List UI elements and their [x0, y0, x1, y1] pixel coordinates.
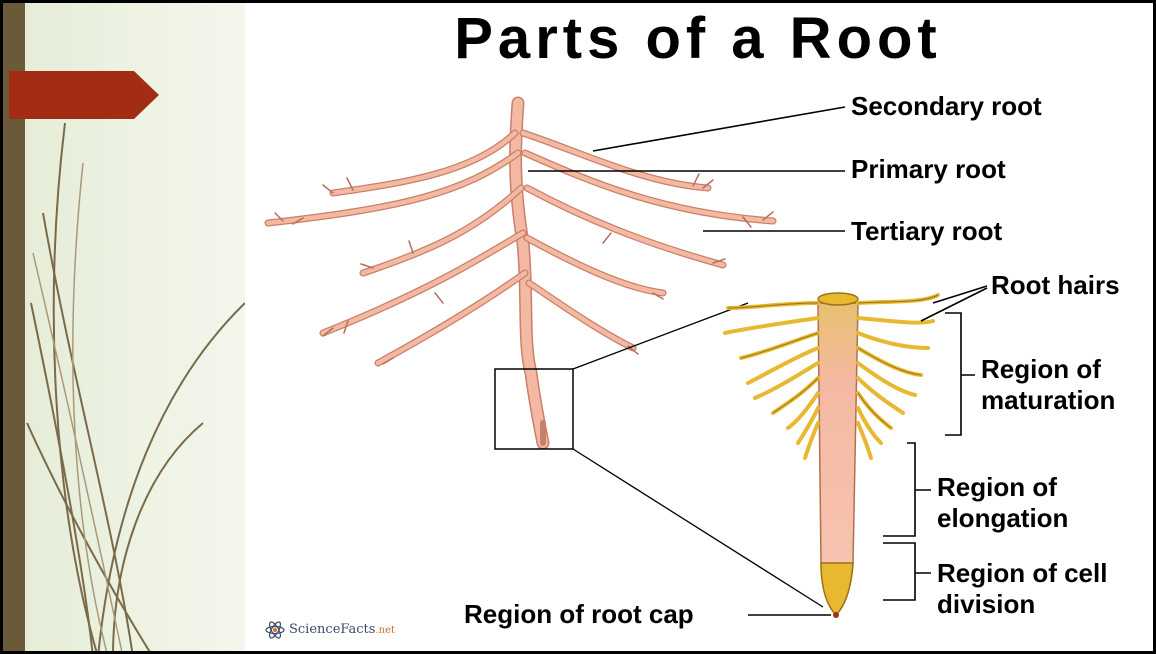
label-region-elongation: Region of elongation — [937, 472, 1068, 534]
brand-suffix: .net — [375, 625, 395, 636]
label-region-maturation-line2: maturation — [981, 385, 1115, 416]
atom-icon — [265, 620, 285, 640]
label-region-elongation-line2: elongation — [937, 503, 1068, 534]
label-primary-root: Primary root — [851, 154, 1006, 185]
label-region-elongation-line1: Region of — [937, 472, 1068, 503]
label-region-cell-division-line2: division — [937, 589, 1107, 620]
label-region-cell-division-line1: Region of cell — [937, 558, 1107, 589]
brand-name: ScienceFacts — [289, 622, 375, 637]
label-tertiary-root: Tertiary root — [851, 216, 1002, 247]
root-system-illustration — [268, 103, 773, 443]
red-arrow-tab — [9, 71, 161, 119]
label-root-hairs: Root hairs — [991, 270, 1120, 301]
label-region-maturation-line1: Region of — [981, 354, 1115, 385]
label-region-root-cap: Region of root cap — [464, 599, 694, 630]
label-region-cell-division: Region of cell division — [937, 558, 1107, 620]
label-region-maturation: Region of maturation — [981, 354, 1115, 416]
brand-logo: ScienceFacts.net — [289, 622, 395, 637]
label-secondary-root: Secondary root — [851, 91, 1042, 122]
root-tip-enlarged — [725, 293, 938, 618]
